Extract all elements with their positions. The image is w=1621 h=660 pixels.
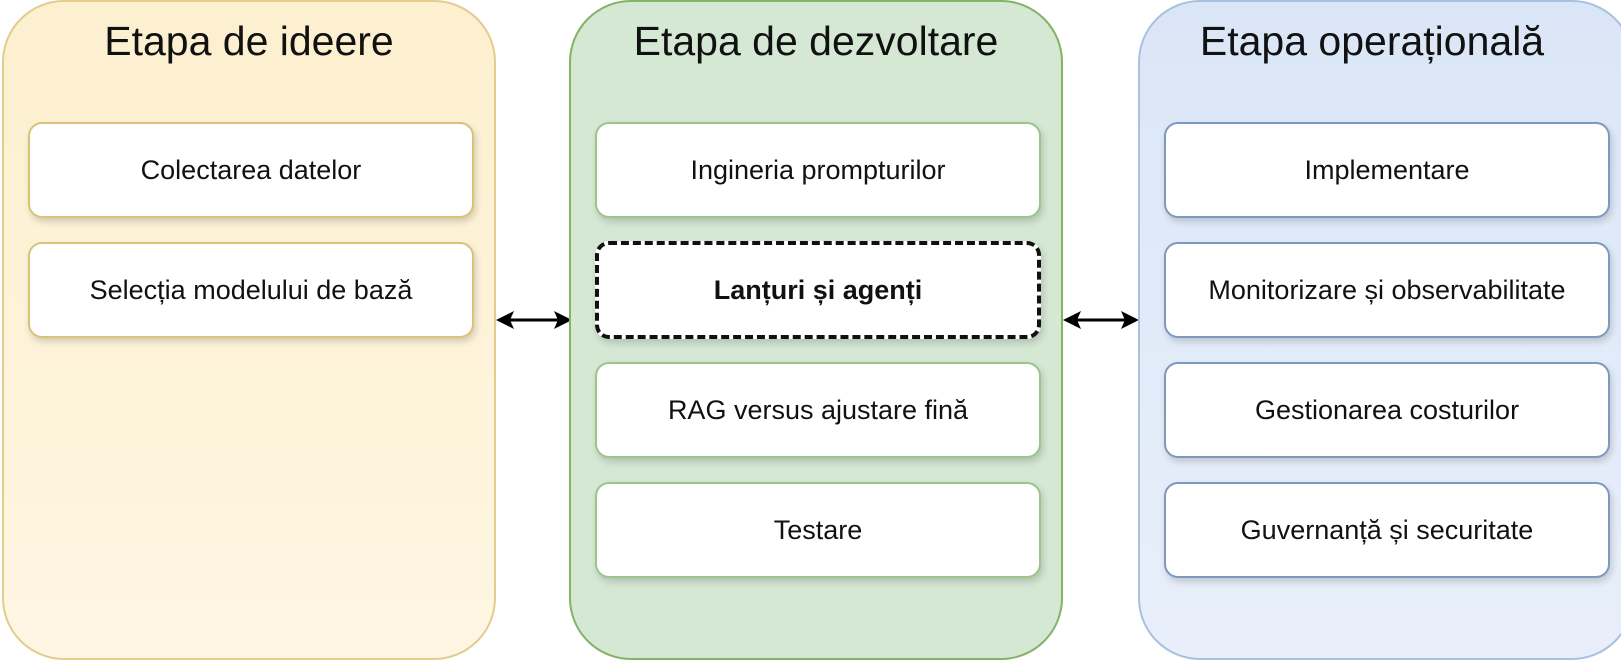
- stage-title-operational: Etapa operațională: [1199, 18, 1545, 64]
- stage-development: Etapa de dezvoltare Ingineria prompturil…: [569, 0, 1063, 660]
- bidirectional-arrow-icon: [496, 311, 572, 329]
- stage-title-ideation: Etapa de ideere: [104, 18, 394, 64]
- stage-operational: Etapa operațională Implementare Monitori…: [1138, 0, 1621, 660]
- stage-ideation: Etapa de ideere Colectarea datelor Selec…: [2, 0, 496, 660]
- stage-title-development: Etapa de dezvoltare: [633, 18, 999, 64]
- step-testing: Testare: [595, 482, 1041, 578]
- step-monitoring-observability: Monitorizare și observabilitate: [1164, 242, 1610, 338]
- step-cost-management: Gestionarea costurilor: [1164, 362, 1610, 458]
- step-rag-vs-finetuning: RAG versus ajustare fină: [595, 362, 1041, 458]
- step-prompt-engineering: Ingineria prompturilor: [595, 122, 1041, 218]
- step-deployment: Implementare: [1164, 122, 1610, 218]
- step-chains-and-agents: Lanțuri și agenți: [595, 241, 1041, 339]
- step-data-collection: Colectarea datelor: [28, 122, 474, 218]
- step-base-model-selection: Selecția modelului de bază: [28, 242, 474, 338]
- step-governance-security: Guvernanță și securitate: [1164, 482, 1610, 578]
- bidirectional-arrow-icon: [1063, 311, 1139, 329]
